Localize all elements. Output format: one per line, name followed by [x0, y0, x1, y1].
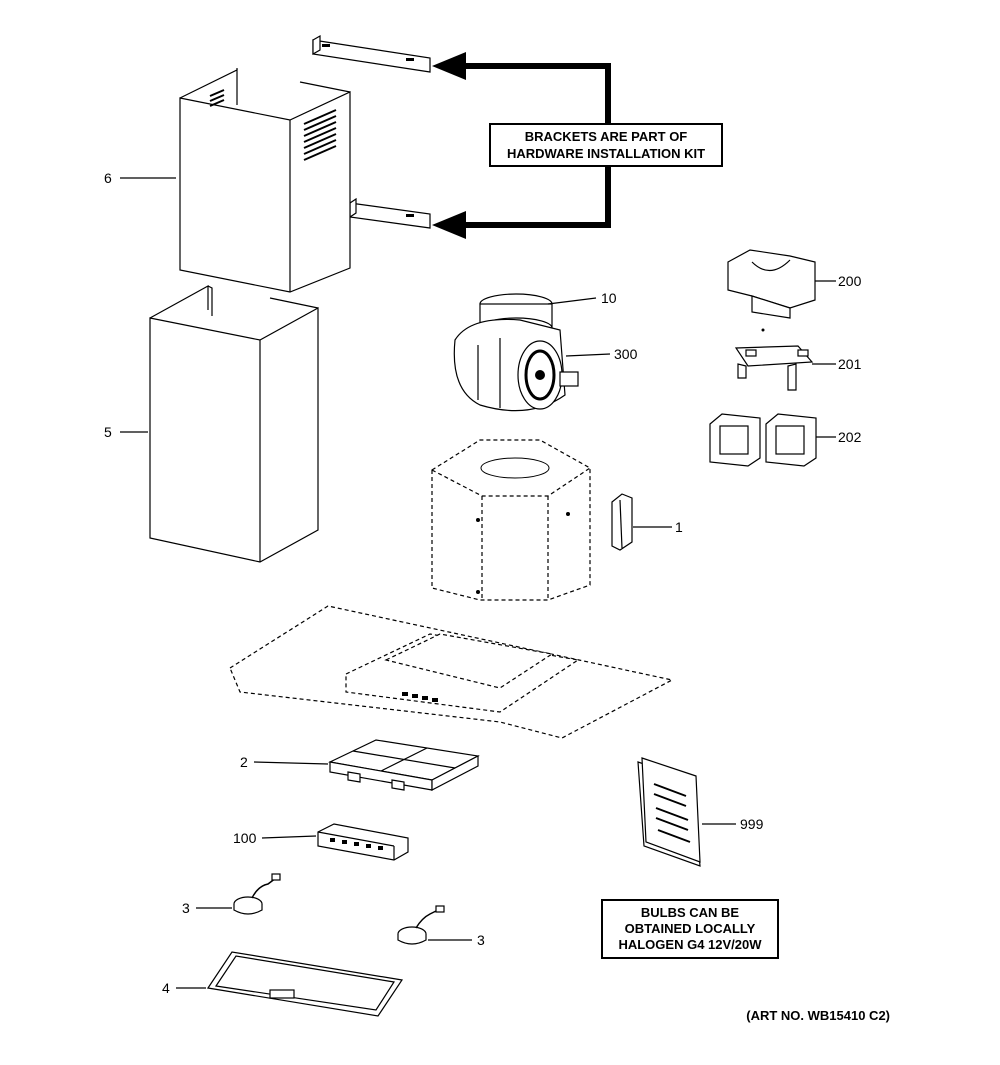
callout-10: 10 [601, 290, 617, 306]
callout-201: 201 [838, 356, 862, 372]
lower-chimney-cover [149, 284, 319, 563]
control-module [317, 823, 409, 861]
owners-manual [637, 757, 701, 867]
blower-motor-assembly [453, 293, 579, 412]
duct-connectors [709, 413, 817, 467]
bulbs-note-line-1: BULBS CAN BE [641, 905, 740, 920]
hood-canopy-glass [229, 605, 674, 739]
brackets-note-line-1: BRACKETS ARE PART OF [525, 129, 688, 144]
bulbs-note-box: BULBS CAN BE OBTAINED LOCALLY HALOGEN G4… [601, 899, 779, 959]
brackets-note-box: BRACKETS ARE PART OF HARDWARE INSTALLATI… [489, 123, 723, 167]
callout-4: 4 [162, 980, 170, 996]
callout-3-right: 3 [477, 932, 485, 948]
lower-bracket [349, 197, 431, 229]
callout-1: 1 [675, 519, 683, 535]
duct-adapter [727, 249, 816, 319]
mounting-plate [734, 345, 814, 391]
grease-filter [206, 951, 404, 1017]
callout-300: 300 [614, 346, 638, 362]
callout-5: 5 [104, 424, 112, 440]
callout-6: 6 [104, 170, 112, 186]
upper-bracket [312, 34, 431, 73]
callout-200: 200 [838, 273, 862, 289]
callout-999: 999 [740, 816, 764, 832]
switch-cover [611, 493, 633, 551]
halogen-lamp-left [233, 873, 281, 915]
bulbs-note-line-3: HALOGEN G4 12V/20W [618, 937, 762, 952]
hood-body-housing [431, 439, 591, 601]
halogen-lamp-right [397, 905, 445, 945]
callout-202: 202 [838, 429, 862, 445]
callout-3-left: 3 [182, 900, 190, 916]
brackets-note-line-2: HARDWARE INSTALLATION KIT [507, 146, 705, 161]
callout-2: 2 [240, 754, 248, 770]
charcoal-filter [328, 739, 480, 791]
art-number: (ART NO. WB15410 C2) [746, 1008, 890, 1023]
bulbs-note-line-2: OBTAINED LOCALLY [625, 921, 756, 936]
callout-100: 100 [233, 830, 257, 846]
upper-chimney-cover [179, 68, 351, 293]
